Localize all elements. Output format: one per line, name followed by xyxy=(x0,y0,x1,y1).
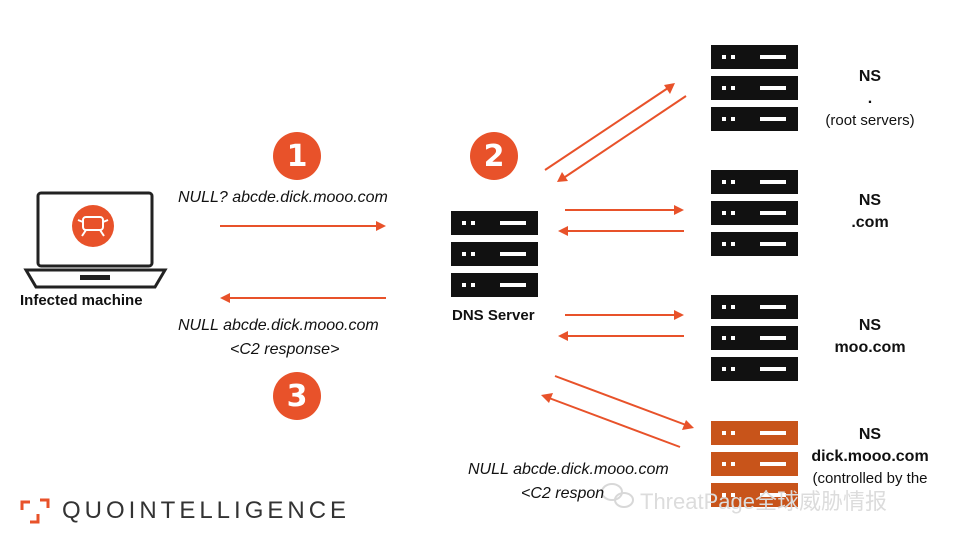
server-leds xyxy=(722,55,786,497)
attacker-query-arrow xyxy=(554,375,694,430)
final-response-line2: <C2 respon xyxy=(521,485,605,502)
step-2-badge: 2 xyxy=(470,132,518,180)
ns-attacker-label: NS dick.mooo.com (controlled by the xyxy=(811,426,929,487)
ns-moo-label: NS moo.com xyxy=(834,317,906,356)
query-arrow xyxy=(220,221,386,231)
threatpage-watermark: ThreatPage全球威胁情报 xyxy=(640,489,887,514)
attacker-response-arrow xyxy=(541,393,681,448)
quointelligence-logo-icon xyxy=(20,498,50,524)
root-response-arrow xyxy=(557,95,687,182)
step-3-badge: 3 xyxy=(273,372,321,420)
response-arrow xyxy=(220,293,386,303)
wechat-icon xyxy=(601,483,634,508)
quointelligence-logo-text: QUOINTELLIGENCE xyxy=(62,497,351,524)
moo-response-arrow xyxy=(558,331,684,341)
com-query-arrow xyxy=(565,205,684,215)
response-text-line2: <C2 response> xyxy=(230,341,340,358)
bug-icon xyxy=(72,205,114,247)
root-query-arrow xyxy=(544,83,675,171)
response-text-line1: NULL abcde.dick.mooo.com xyxy=(178,317,379,334)
laptop-icon xyxy=(23,191,168,289)
com-response-arrow xyxy=(558,226,684,236)
dns-server-label: DNS Server xyxy=(452,307,535,324)
query-text: NULL? abcde.dick.mooo.com xyxy=(178,189,388,206)
ns-root-label: NS . (root servers) xyxy=(825,68,915,129)
infected-machine-label: Infected machine xyxy=(20,292,143,309)
final-response-line1: NULL abcde.dick.mooo.com xyxy=(468,461,669,478)
moo-query-arrow xyxy=(565,310,684,320)
step-1-badge: 1 xyxy=(273,132,321,180)
ns-com-label: NS .com xyxy=(851,192,889,231)
dns-server-icon xyxy=(451,211,538,297)
